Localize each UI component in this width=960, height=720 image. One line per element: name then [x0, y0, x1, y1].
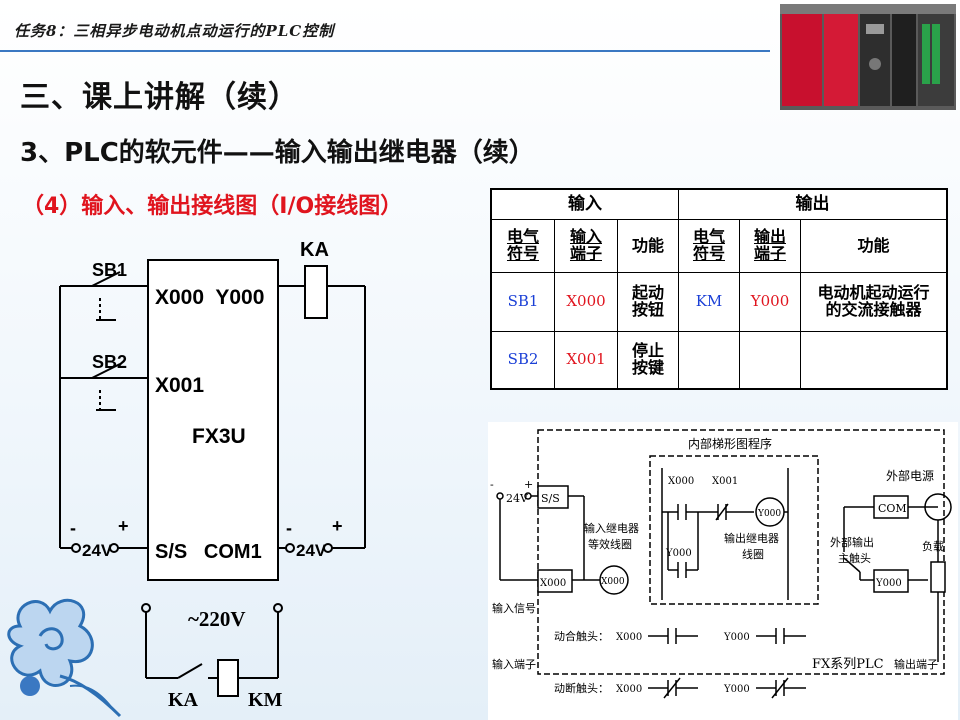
col-header: 电气符号 [678, 219, 740, 274]
sb2-switch [91, 363, 121, 379]
label-minus-left: - [70, 518, 76, 538]
sb1-switch [91, 271, 121, 287]
label-ka-contact: KA [168, 689, 199, 711]
ka-coil [304, 265, 328, 319]
y000-terminal: Y000 [875, 578, 902, 589]
label-plus-right: + [332, 516, 343, 536]
col-header: 功能 [617, 219, 679, 274]
plc-box [147, 259, 279, 581]
table-row: SB1 X000 起动按钮 KM Y000 电动机起动运行的交流接触器 [490, 272, 948, 333]
ladder-x001: X001 [712, 476, 738, 487]
input-terminal-label: 输入端子 [492, 657, 536, 671]
group-header-output: 输出 [678, 188, 948, 221]
no-contact-y000: Y000 [723, 632, 750, 643]
ladder-boundary [649, 455, 819, 605]
x000-coil: X000 [601, 577, 625, 587]
cell-in-terminal: X001 [554, 331, 618, 390]
io-allocation-table: 输入 输出 电气符号 输入端子 功能 电气符号 输出端子 功能 SB1 X000… [490, 188, 948, 390]
km-coil [217, 659, 239, 697]
cell-out-function: 电动机起动运行的交流接触器 [800, 272, 948, 333]
label-minus-right: - [286, 518, 292, 538]
label-model: FX3U [192, 425, 246, 448]
load-label: 负载 [922, 539, 944, 553]
subtitle: 3、PLC的软元件——输入输出继电器（续） [20, 138, 535, 168]
label-x000-y000: X000 Y000 [155, 286, 264, 309]
plus-label: + [524, 478, 533, 491]
label-x001: X001 [155, 374, 204, 397]
no-contact-label: 动合触头： [554, 629, 609, 643]
cell-out-symbol [678, 331, 740, 390]
diagram-title: （4）输入、输出接线图（I/O接线图） [22, 194, 403, 219]
group-header-input: 输入 [490, 188, 679, 221]
plc-boundary [537, 429, 945, 675]
plc-device-image [780, 4, 956, 110]
cell-in-terminal: X000 [554, 272, 618, 333]
output-coil-label2: 线圈 [742, 547, 764, 561]
plc-internal-diagram: 内部梯形图程序 外部电源 24V + - S/S COM X000 X000 Y… [488, 422, 958, 720]
output-terminal-label: 输出端子 [894, 657, 938, 671]
cell-in-symbol: SB2 [490, 331, 555, 390]
cell-out-function [800, 331, 948, 390]
table-row: SB2 X001 停止按键 [490, 331, 948, 390]
label-plus-left: + [118, 516, 129, 536]
cell-out-symbol: KM [678, 272, 740, 333]
col-header: 电气符号 [490, 219, 555, 274]
nc-contact-x000: X000 [616, 684, 642, 695]
minus-label: - [490, 478, 494, 491]
cell-out-terminal [739, 331, 801, 390]
fx-series-label: FX系列PLC [812, 657, 884, 672]
ext-power-label: 外部电源 [886, 468, 934, 483]
input-signal-label: 输入信号 [492, 601, 536, 615]
label-sb2: SB2 [92, 352, 127, 372]
cell-in-function: 停止按键 [617, 331, 679, 390]
col-header: 输入端子 [554, 219, 618, 274]
nc-contact-label: 动断触头： [554, 681, 609, 695]
input-coil-label2: 等效线圈 [588, 537, 632, 551]
v24-label: 24V [506, 492, 529, 505]
ladder-y000-contact: Y000 [665, 548, 692, 559]
label-24v-right: 24V [296, 541, 327, 560]
col-header: 功能 [800, 219, 948, 274]
ladder-x000: X000 [668, 476, 694, 487]
ladder-title: 内部梯形图程序 [688, 436, 772, 451]
label-sb1: SB1 [92, 260, 127, 280]
x000-terminal: X000 [540, 578, 566, 589]
label-220v: ~220V [188, 607, 246, 631]
no-contact-x000: X000 [616, 632, 642, 643]
nc-contact-y000: Y000 [723, 684, 750, 695]
task-header: 任务8：三相异步电动机点动运行的PLC控制 [14, 22, 335, 40]
label-24v-left: 24V [82, 541, 113, 560]
ladder-y000-coil: Y000 [757, 509, 781, 519]
ss-terminal: S/S [541, 492, 560, 505]
cell-in-symbol: SB1 [490, 272, 555, 333]
section-title: 三、课上讲解（续） [20, 80, 299, 115]
cell-out-terminal: Y000 [739, 272, 801, 333]
ext-contact-label: 外部输出 [830, 535, 874, 549]
col-header: 输出端子 [739, 219, 801, 274]
com-terminal: COM [878, 502, 907, 515]
io-wiring-diagram: KA SB1 SB2 X000 Y000 X001 FX3U S/S COM1 … [59, 239, 366, 711]
label-km: KM [248, 689, 283, 711]
ka-contact [177, 663, 203, 679]
cell-in-function: 起动按钮 [617, 272, 679, 333]
input-coil-label: 输入继电器 [584, 521, 639, 535]
ext-contact-label2: 主触头 [838, 551, 871, 565]
header-divider [0, 50, 770, 52]
output-coil-label: 输出继电器 [724, 531, 779, 545]
decorative-ornament [7, 598, 122, 718]
label-ka: KA [300, 239, 329, 261]
label-ss-com1: S/S COM1 [155, 541, 262, 563]
